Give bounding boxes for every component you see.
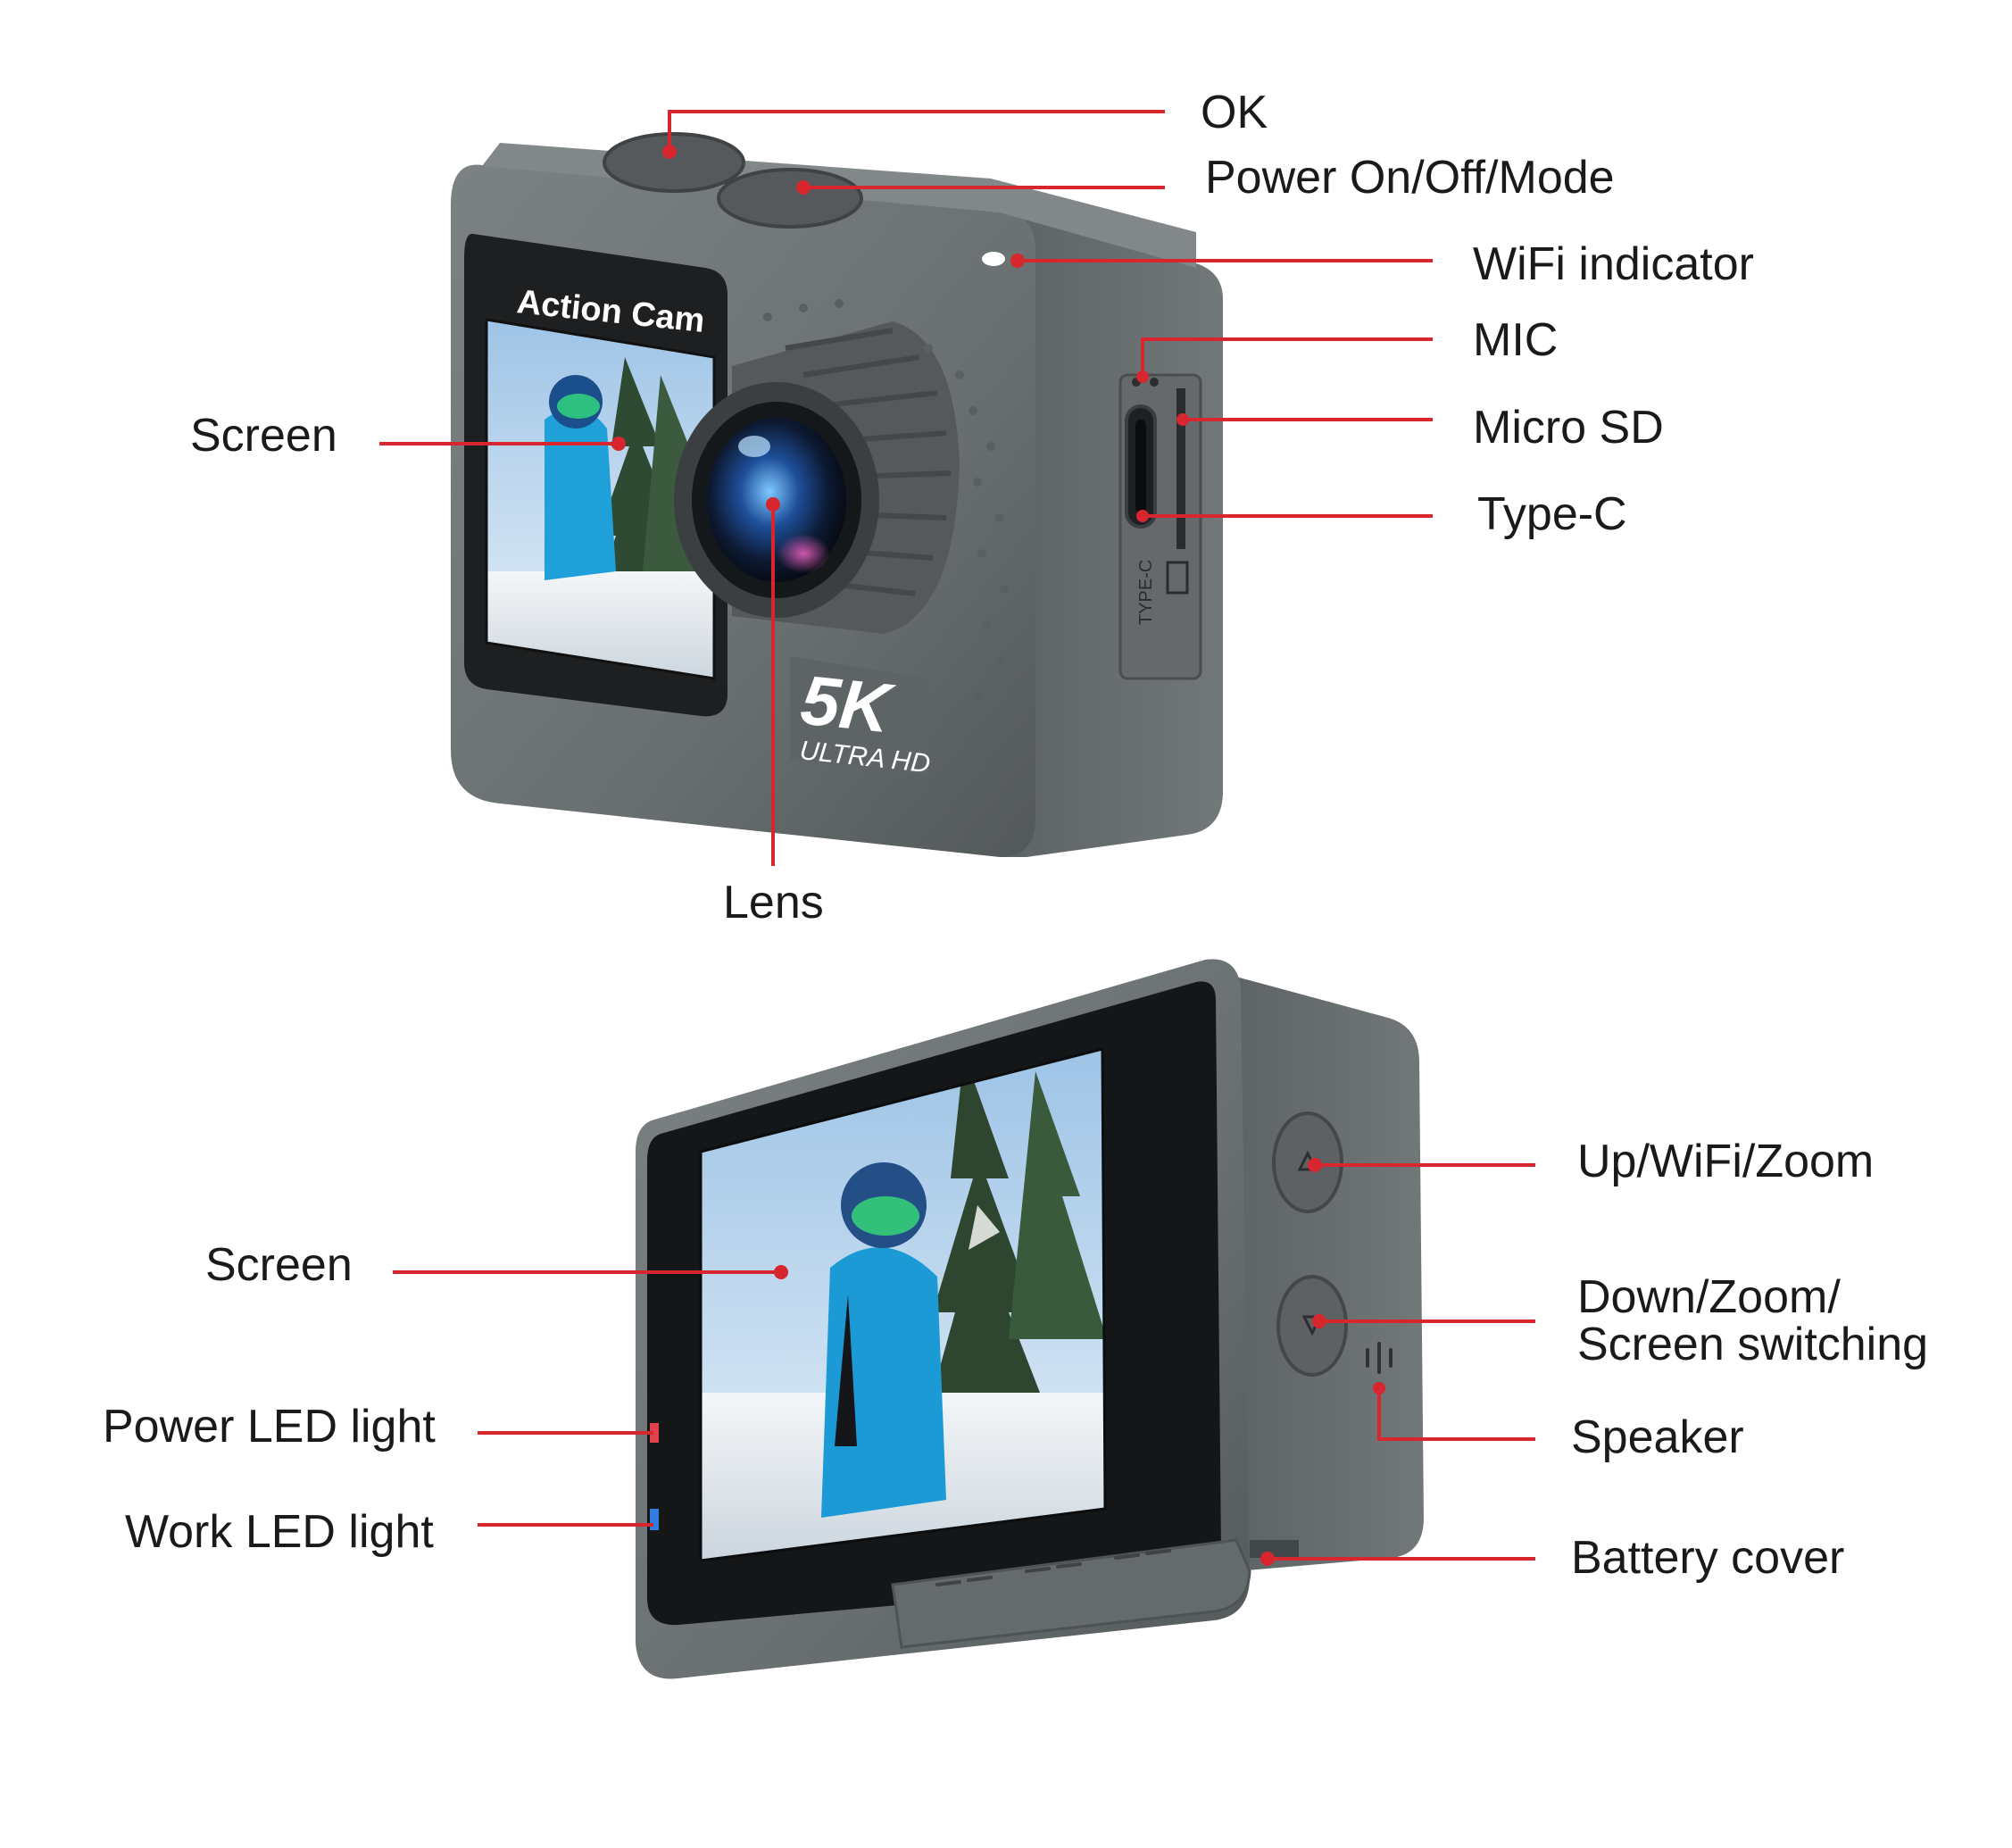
- power-mode-button[interactable]: [717, 168, 863, 229]
- label-down-line2: Screen switching: [1577, 1319, 1928, 1370]
- front-camera: Action Cam: [451, 132, 1223, 857]
- leader-endpoints: [611, 145, 1385, 1566]
- svg-text:5K: 5K: [797, 660, 899, 748]
- label-wifi-indicator: WiFi indicator: [1473, 238, 1754, 290]
- label-power: Power On/Off/Mode: [1205, 152, 1615, 204]
- svg-text:TYPE-C: TYPE-C: [1136, 560, 1156, 625]
- label-screen-front: Screen: [190, 410, 337, 462]
- wifi-indicator-light: [982, 252, 1005, 266]
- power-led: [650, 1423, 659, 1443]
- up-wifi-zoom-button[interactable]: [1272, 1111, 1343, 1213]
- speaker-grille: [1366, 1342, 1393, 1374]
- ok-button[interactable]: [603, 132, 745, 193]
- bottom-vents: [935, 1549, 1171, 1586]
- leader-ok: [668, 110, 1165, 150]
- label-ok: OK: [1201, 87, 1268, 138]
- label-lens: Lens: [723, 877, 824, 928]
- label-mic: MIC: [1473, 314, 1558, 366]
- label-battery: Battery cover: [1571, 1532, 1844, 1584]
- micro-sd-slot[interactable]: [1176, 388, 1185, 549]
- labels: OK Power On/Off/Mode WiFi indicator MIC …: [103, 87, 1928, 1584]
- front-screen-image: [486, 320, 714, 678]
- leader-lines: [379, 110, 1535, 1561]
- work-led: [650, 1509, 659, 1530]
- rear-camera: [636, 959, 1424, 1679]
- camera-side-panel: [1000, 210, 1223, 857]
- label-up: Up/WiFi/Zoom: [1577, 1136, 1874, 1187]
- down-zoom-button[interactable]: [1276, 1275, 1348, 1377]
- ultra-hd-logo: 5K ULTRA HD: [790, 656, 932, 778]
- label-speaker: Speaker: [1571, 1411, 1744, 1463]
- rear-screen-image: [701, 1049, 1105, 1561]
- label-work-led: Work LED light: [125, 1506, 434, 1558]
- label-power-led: Power LED light: [103, 1401, 436, 1453]
- side-port-cover: TYPE-C: [1118, 373, 1202, 680]
- leader-mic: [1141, 337, 1433, 375]
- leader-speaker: [1377, 1388, 1535, 1441]
- label-type-c: Type-C: [1477, 488, 1627, 540]
- label-screen-back: Screen: [205, 1239, 353, 1291]
- label-down-line1: Down/Zoom/: [1577, 1271, 1841, 1323]
- battery-cover[interactable]: [891, 1538, 1251, 1649]
- texture-dots: [763, 299, 1009, 790]
- label-micro-sd: Micro SD: [1473, 402, 1664, 454]
- rear-side-body: [1223, 973, 1424, 1571]
